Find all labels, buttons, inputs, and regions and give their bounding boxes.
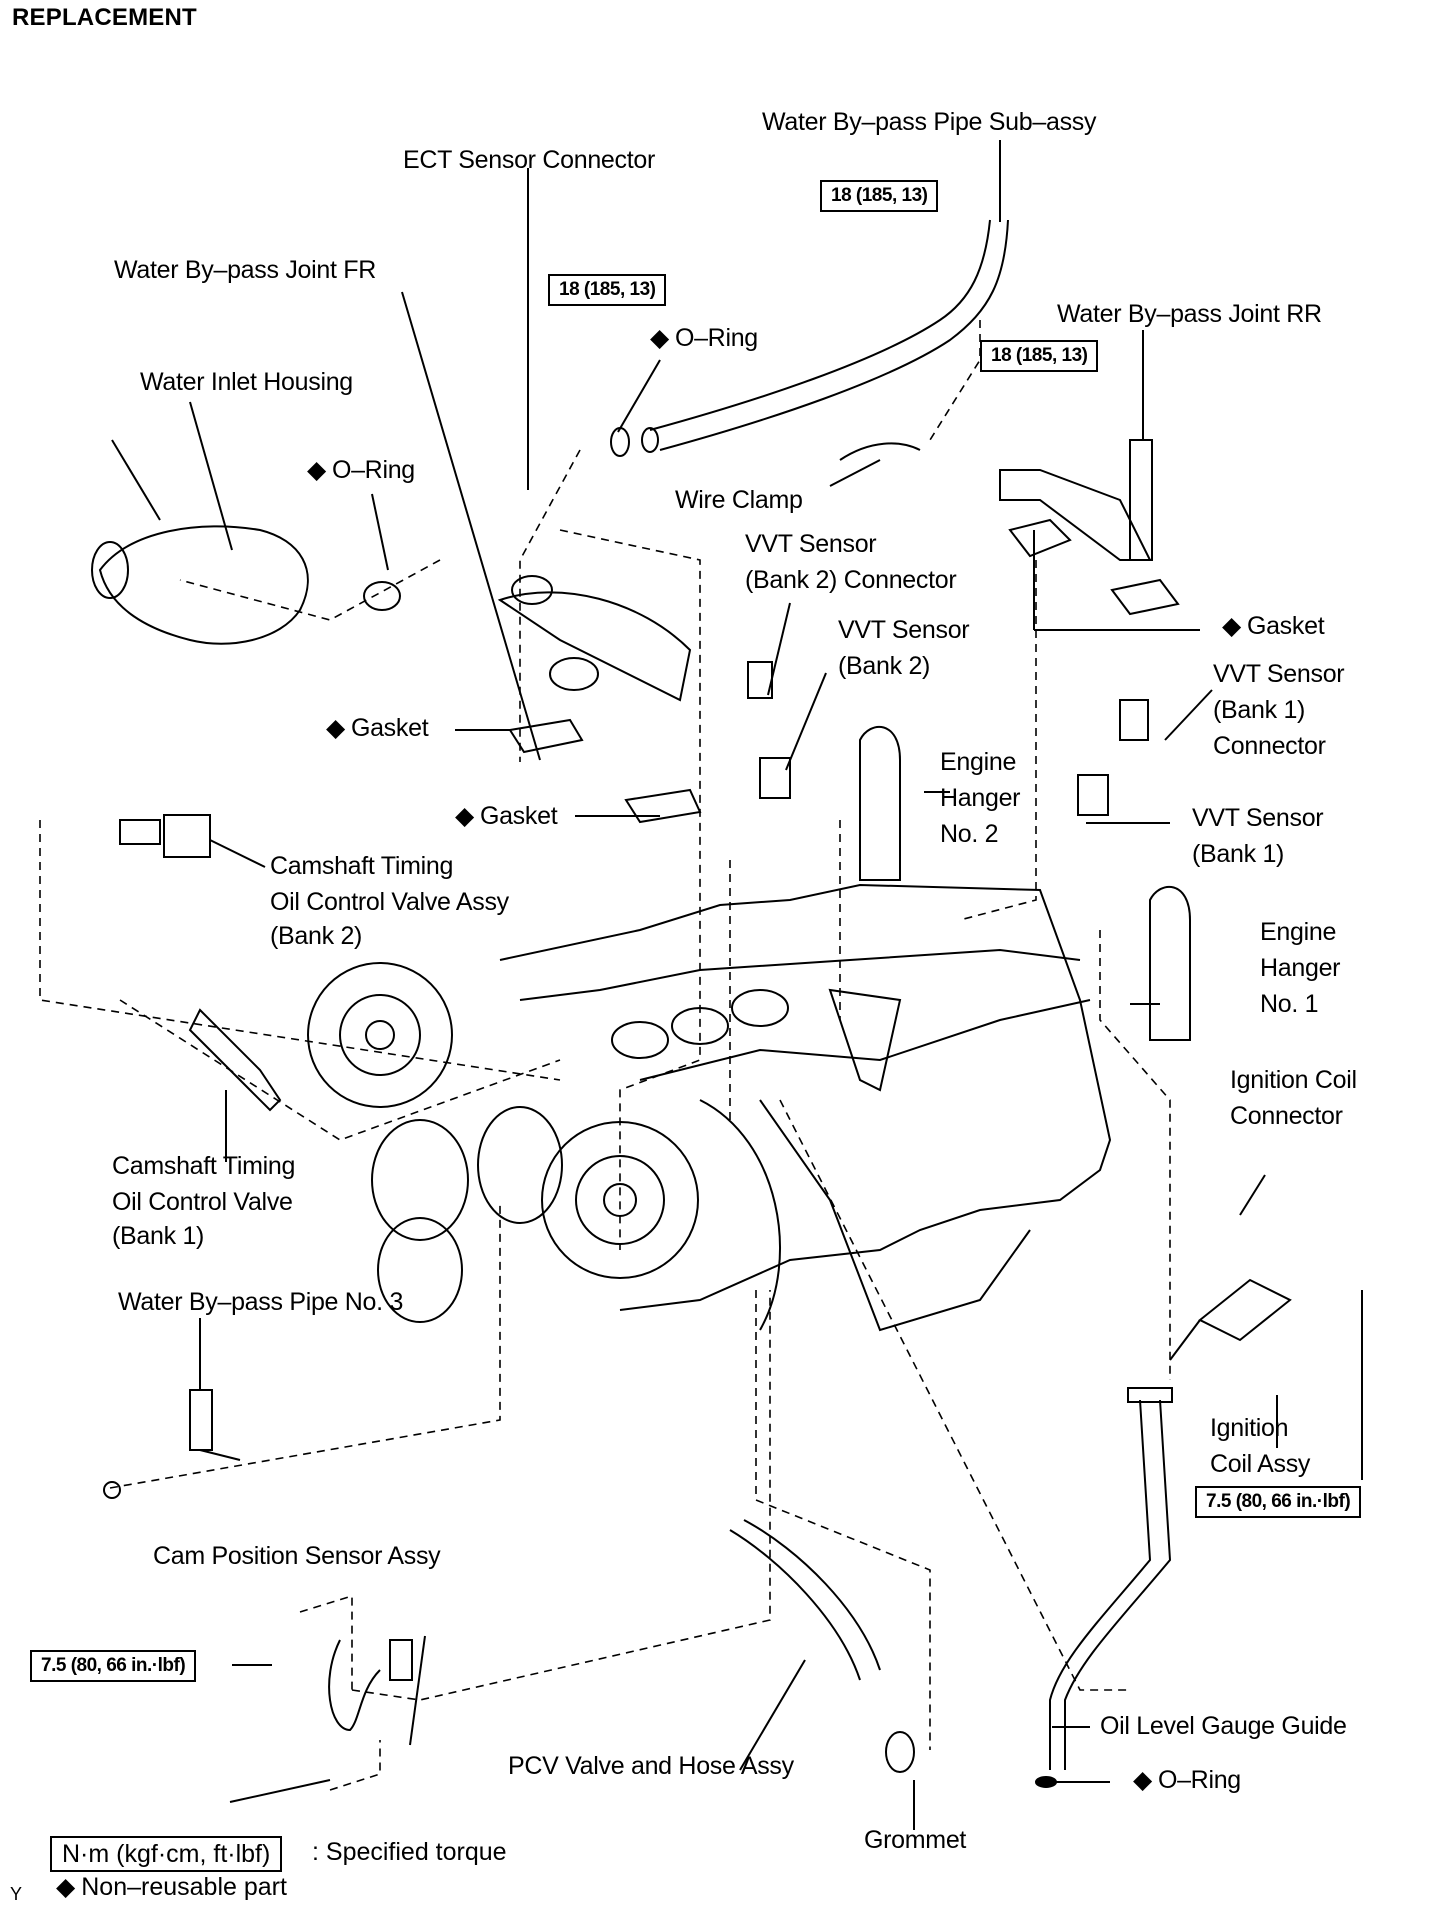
label-water-bypass-pipe-no3: Water By–pass Pipe No. 3 (118, 1288, 404, 1316)
label-vvt-sensor-bank1-connector-line1: VVT Sensor (1213, 660, 1345, 688)
torque-spec-ignition-coil: 7.5 (80, 66 in.·lbf) (1195, 1486, 1362, 1518)
label-vvt-sensor-bank2-connector-line2: (Bank 2) Connector (745, 566, 957, 594)
label-cam-position-sensor-assy: Cam Position Sensor Assy (153, 1542, 441, 1570)
non-reusable-diamond-icon: ◆ (455, 802, 474, 830)
label-o-ring-left: ◆O–Ring (307, 452, 415, 488)
label-gasket-fr-lower: ◆Gasket (455, 798, 558, 834)
label-ocv-assy-bank2-line2: Oil Control Valve Assy (270, 888, 509, 916)
label-water-bypass-joint-rr: Water By–pass Joint RR (1057, 300, 1322, 328)
label-engine-hanger-no2-line2: Hanger (940, 784, 1021, 812)
label-gasket-fr-upper: ◆Gasket (326, 710, 429, 746)
non-reusable-diamond-icon: ◆ (326, 714, 345, 742)
label-oil-level-gauge-guide: Oil Level Gauge Guide (1100, 1712, 1347, 1740)
legend-non-reusable: ◆Non–reusable part (56, 1873, 287, 1901)
torque-spec-water-bypass-pipe: 18 (185, 13) (820, 180, 939, 212)
legend-torque-unit: N·m (kgf·cm, ft·lbf) (50, 1836, 283, 1872)
label-o-ring-bottom: ◆O–Ring (1133, 1762, 1241, 1798)
torque-spec-water-bypass-joint-fr: 18 (185, 13) (548, 274, 667, 306)
label-ignition-coil-connector-line2: Connector (1230, 1102, 1343, 1130)
leader-lines (189, 140, 1363, 1830)
non-reusable-diamond-icon: ◆ (56, 1873, 76, 1901)
non-reusable-diamond-icon: ◆ (307, 456, 326, 484)
legend-torque-description: : Specified torque (312, 1838, 507, 1866)
figure-code: Y (10, 1884, 23, 1904)
label-ocv-bank1-line1: Camshaft Timing (112, 1152, 296, 1180)
torque-spec-water-bypass-joint-rr: 18 (185, 13) (980, 340, 1099, 372)
label-engine-hanger-no1-line2: Hanger (1260, 954, 1341, 982)
engine-block-drawing (307, 883, 1112, 1332)
label-water-bypass-joint-fr: Water By–pass Joint FR (114, 256, 377, 284)
label-vvt-sensor-bank2-connector-line1: VVT Sensor (745, 530, 877, 558)
component-drawings (91, 219, 1292, 1803)
page-title: REPLACEMENT (12, 4, 197, 31)
non-reusable-diamond-icon: ◆ (1222, 612, 1241, 640)
label-ocv-bank1-line3: (Bank 1) (112, 1222, 205, 1250)
label-ect-sensor-connector: ECT Sensor Connector (403, 146, 655, 174)
non-reusable-diamond-icon: ◆ (1133, 1766, 1152, 1794)
label-pcv-valve-hose-assy: PCV Valve and Hose Assy (508, 1752, 794, 1780)
label-engine-hanger-no1-line1: Engine (1260, 918, 1337, 946)
label-ocv-assy-bank2-line1: Camshaft Timing (270, 852, 454, 880)
label-vvt-sensor-bank2-line1: VVT Sensor (838, 616, 970, 644)
label-gasket-rr: ◆Gasket (1222, 608, 1325, 644)
assembly-guide-lines (39, 320, 1171, 1791)
label-vvt-sensor-bank1-connector-line2: (Bank 1) (1213, 696, 1306, 724)
torque-spec-cam-position-sensor: 7.5 (80, 66 in.·lbf) (30, 1650, 197, 1682)
label-vvt-sensor-bank2-line2: (Bank 2) (838, 652, 931, 680)
non-reusable-diamond-icon: ◆ (650, 324, 669, 352)
label-o-ring-top: ◆O–Ring (650, 320, 758, 356)
label-engine-hanger-no1-line3: No. 1 (1260, 990, 1319, 1018)
label-water-inlet-housing: Water Inlet Housing (140, 368, 353, 396)
label-grommet: Grommet (864, 1826, 967, 1854)
label-ocv-assy-bank2-line3: (Bank 2) (270, 922, 363, 950)
label-ignition-coil-connector-line1: Ignition Coil (1230, 1066, 1357, 1094)
label-ignition-coil-assy-line1: Ignition (1210, 1414, 1289, 1442)
label-water-bypass-pipe-sub-assy: Water By–pass Pipe Sub–assy (762, 108, 1097, 136)
label-ocv-bank1-line2: Oil Control Valve (112, 1188, 293, 1216)
label-vvt-sensor-bank1-line1: VVT Sensor (1192, 804, 1324, 832)
label-vvt-sensor-bank1-line2: (Bank 1) (1192, 840, 1285, 868)
label-vvt-sensor-bank1-connector-line3: Connector (1213, 732, 1326, 760)
label-engine-hanger-no2-line3: No. 2 (940, 820, 999, 848)
label-engine-hanger-no2-line1: Engine (940, 748, 1017, 776)
label-ignition-coil-assy-line2: Coil Assy (1210, 1450, 1311, 1478)
label-wire-clamp: Wire Clamp (675, 486, 803, 514)
